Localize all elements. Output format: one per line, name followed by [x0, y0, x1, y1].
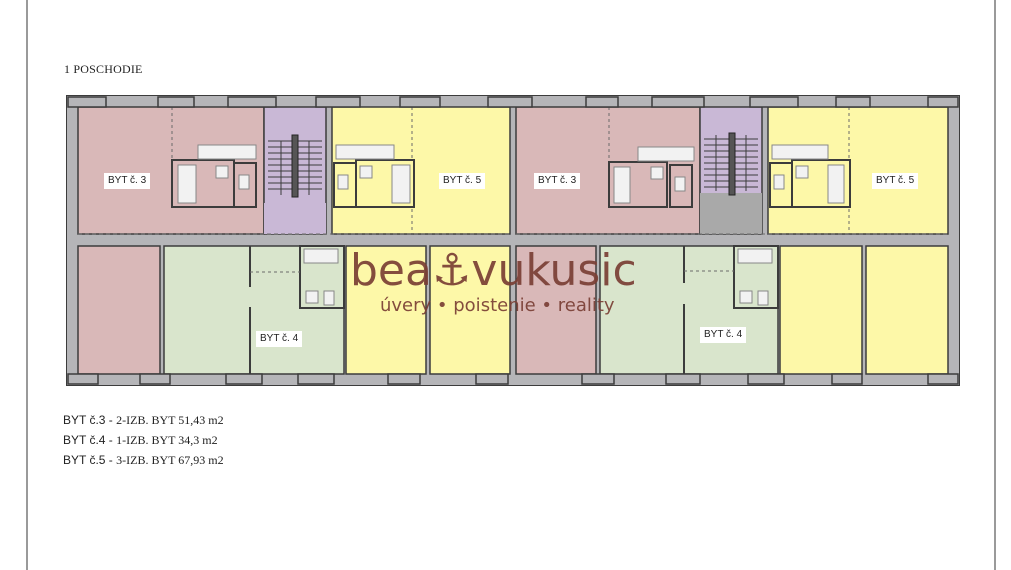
room-label-byt4-left: BYT č. 4 — [256, 331, 303, 347]
apartment-legend: BYT č.3 - 2-IZB. BYT 51,43 m2 BYT č.4 - … — [63, 410, 224, 470]
legend-code: BYT č.3 - — [63, 413, 113, 427]
room-byt5-left-b2 — [429, 245, 511, 375]
legend-desc: 1-IZB. BYT 34,3 m2 — [116, 433, 218, 447]
legend-code: BYT č.5 - — [63, 453, 113, 467]
room-label-byt4-right: BYT č. 4 — [700, 327, 747, 343]
room-label-byt5-left: BYT č. 5 — [439, 173, 486, 189]
legend-desc: 2-IZB. BYT 51,43 m2 — [116, 413, 224, 427]
floor-title: 1 POSCHODIE — [64, 62, 143, 76]
room-label-byt3-left: BYT č. 3 — [104, 173, 151, 189]
page-border-right — [994, 0, 996, 570]
legend-item-byt4: BYT č.4 - 1-IZB. BYT 34,3 m2 — [63, 430, 224, 450]
room-byt3-right-bottom — [515, 245, 597, 375]
room-label-byt5-right: BYT č. 5 — [872, 173, 919, 189]
room-label-byt3-right: BYT č. 3 — [534, 173, 581, 189]
floor-plan: BYT č. 3 BYT č. 5 BYT č. 3 BYT č. 5 BYT … — [66, 95, 960, 386]
legend-item-byt3: BYT č.3 - 2-IZB. BYT 51,43 m2 — [63, 410, 224, 430]
legend-desc: 3-IZB. BYT 67,93 m2 — [116, 453, 224, 467]
page-border-left — [26, 0, 28, 570]
room-byt5-right-b1 — [779, 245, 863, 375]
room-byt5-left-b1 — [345, 245, 427, 375]
floor-plan-drawing — [66, 95, 960, 386]
legend-item-byt5: BYT č.5 - 3-IZB. BYT 67,93 m2 — [63, 450, 224, 470]
legend-code: BYT č.4 - — [63, 433, 113, 447]
room-byt5-right-b2 — [865, 245, 949, 375]
room-byt3-left-bottom — [77, 245, 161, 375]
